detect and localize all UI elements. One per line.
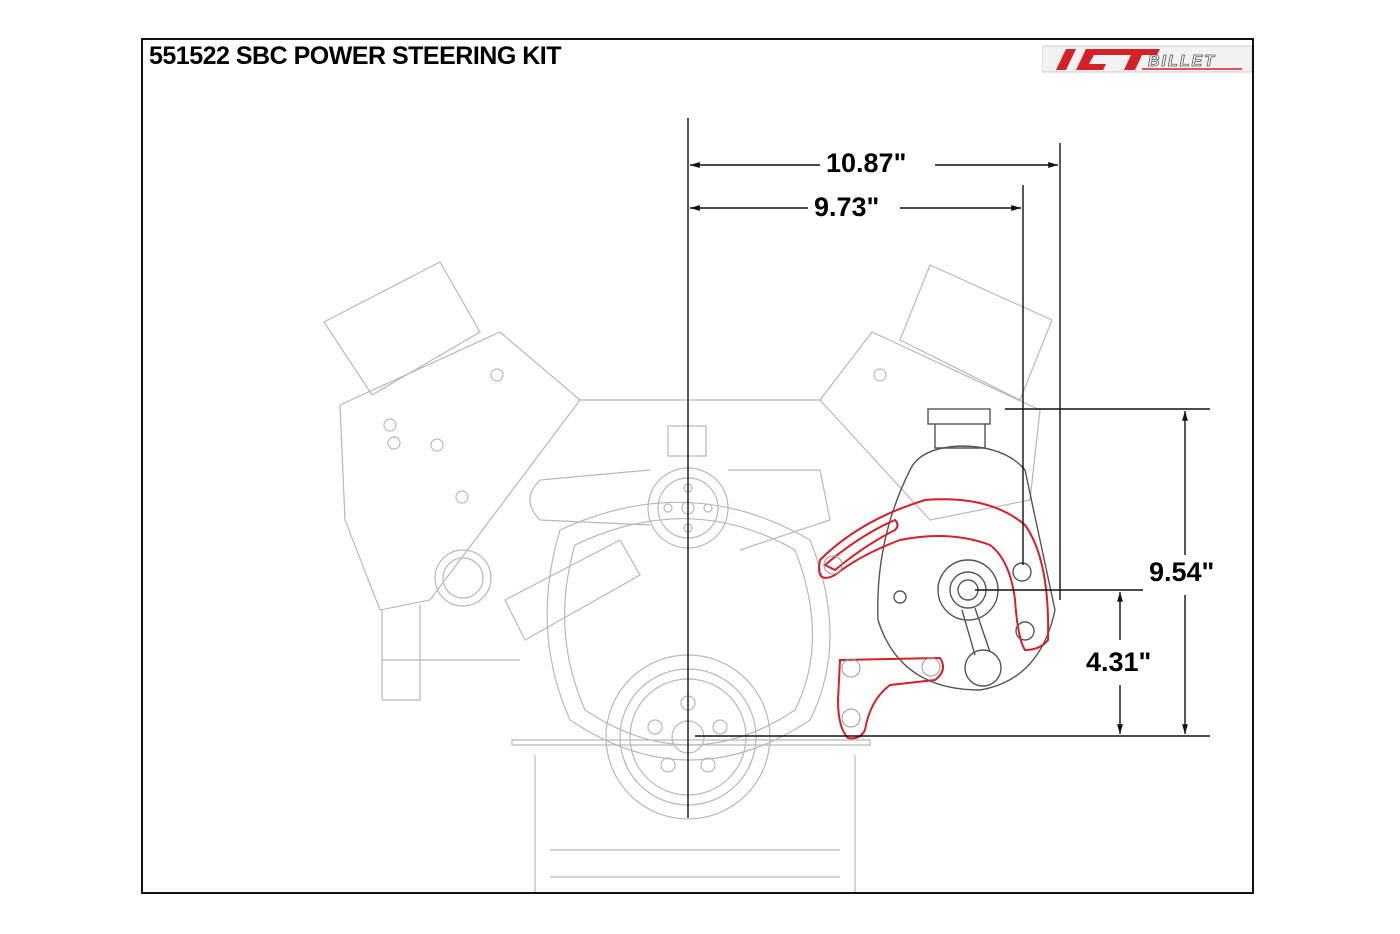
logo-letter-t (1107, 49, 1160, 70)
left-motor-mount-hole (442, 557, 484, 599)
pump-adjuster-link (961, 607, 991, 656)
reservoir-neck (934, 424, 986, 449)
pump-bolt-upper (1012, 562, 1032, 582)
logo-billet-text: BILLET (1148, 53, 1216, 70)
bracket-bolt (841, 658, 861, 678)
bracket-bolts (823, 555, 941, 728)
left-motor-mount-boss (434, 549, 492, 607)
left-head-bolt-1 (383, 418, 397, 432)
water-pump-bolt (663, 503, 673, 513)
balancer-bolt (712, 719, 728, 735)
balancer-bolt (700, 757, 716, 773)
right-head-bolt (873, 368, 887, 382)
power-steering-pump (877, 408, 1056, 691)
bracket-bolt (841, 708, 861, 728)
lower-radiator-hose (504, 539, 641, 641)
engine-block-outline (323, 261, 1053, 892)
thermostat-housing (667, 425, 707, 457)
logo-letter-c (1076, 49, 1114, 70)
left-block-lower (381, 605, 421, 701)
pump-adjuster-eye (964, 649, 1002, 687)
timing-cover-inner (563, 518, 814, 746)
upper-pump-bracket (818, 498, 1050, 652)
pump-width-label: 9.73" (810, 192, 884, 223)
drawing-frame (141, 38, 1254, 894)
reservoir-cap (927, 408, 991, 425)
left-head-bolt-5 (490, 368, 504, 382)
bracket-bolt (823, 555, 843, 575)
balancer-bolt (647, 719, 663, 735)
lower-pump-bracket (836, 656, 945, 740)
bracket-highlight (818, 498, 1050, 740)
oil-pan-lower (550, 849, 840, 878)
pump-reservoir-body (877, 445, 1056, 691)
pump-bolt-lower (1015, 621, 1035, 641)
pump-stud (893, 590, 907, 604)
balancer-bolt (660, 757, 676, 773)
left-head-bolt-4 (455, 490, 469, 504)
ict-billet-logo: BILLET (1042, 45, 1252, 73)
pulley-height-label: 4.31" (1082, 647, 1156, 678)
water-pump-right-arm (728, 469, 831, 551)
timing-cover (546, 501, 831, 761)
right-cylinder-head (819, 331, 1041, 521)
left-head-bolt-2 (387, 436, 401, 450)
overall-height-label: 9.54" (1145, 557, 1219, 588)
overall-width-label: 10.87" (822, 148, 911, 179)
water-pump-bolt (703, 503, 713, 513)
bracket-adjustment-slot (823, 518, 899, 572)
water-pump-left-arm (529, 469, 651, 526)
logo-letter-i (1056, 49, 1076, 70)
left-head-bolt-3 (430, 438, 444, 452)
bracket-bolt (921, 657, 941, 677)
right-valve-cover (899, 264, 1053, 401)
oil-pan-sides (534, 755, 856, 892)
oil-pan-rail (511, 739, 871, 746)
page-title: 551522 SBC POWER STEERING KIT (149, 42, 562, 70)
left-cylinder-head (339, 331, 581, 611)
left-valve-cover (323, 261, 481, 396)
dimension-lines (687, 118, 1210, 818)
